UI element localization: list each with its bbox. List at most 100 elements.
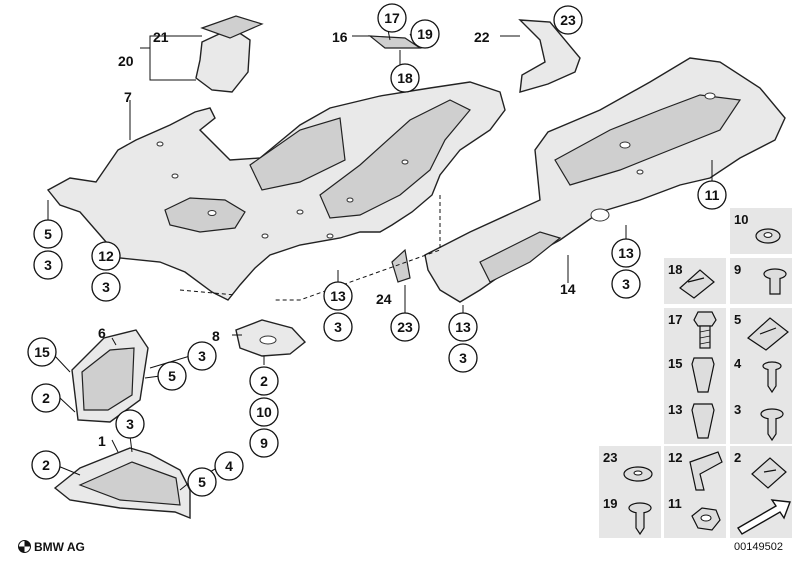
label-24: 24: [376, 291, 392, 307]
callout-3[interactable]: 3: [611, 269, 641, 299]
callout-3[interactable]: 3: [115, 409, 145, 439]
legend-cell-11[interactable]: 11: [664, 492, 726, 538]
callout-5[interactable]: 5: [33, 219, 63, 249]
label-14: 14: [560, 281, 576, 297]
washer-screw-icon: [628, 502, 652, 536]
svg-text:13: 13: [618, 245, 634, 261]
callout-23[interactable]: 23: [390, 312, 420, 342]
legend-cell-10[interactable]: 10: [730, 208, 792, 254]
callout-9[interactable]: 9: [249, 428, 279, 458]
callout-5[interactable]: 5: [187, 467, 217, 497]
bracket-16[interactable]: [368, 35, 422, 49]
bmw-logo-icon: [18, 540, 31, 553]
arrow-icon: [737, 499, 791, 535]
callout-17[interactable]: 17: [377, 3, 407, 33]
legend-cell-3[interactable]: 3: [730, 398, 792, 444]
callout-3[interactable]: 3: [448, 343, 478, 373]
clip-nut-icon: [751, 457, 787, 489]
spring-clip-icon: [679, 269, 715, 299]
callout-18[interactable]: 18: [390, 63, 420, 93]
svg-text:9: 9: [260, 435, 268, 451]
callout-3[interactable]: 3: [91, 272, 121, 302]
svg-text:17: 17: [668, 312, 682, 327]
callout-2[interactable]: 2: [31, 383, 61, 413]
flat-washer-icon: [623, 466, 653, 482]
legend-cell-5[interactable]: 5: [730, 308, 792, 354]
callout-19[interactable]: 19: [410, 19, 440, 49]
sheet-screw-icon: [762, 361, 782, 394]
svg-text:3: 3: [459, 350, 467, 366]
diagram-code: 00149502: [734, 541, 783, 553]
label-8: 8: [212, 328, 220, 344]
callout-11[interactable]: 11: [697, 180, 727, 210]
legend-cell-19[interactable]: 19: [599, 492, 661, 538]
svg-text:15: 15: [668, 356, 682, 371]
svg-text:23: 23: [397, 319, 413, 335]
svg-text:2: 2: [42, 457, 50, 473]
hex-bolt-icon: [693, 311, 717, 349]
callout-15[interactable]: 15: [27, 337, 57, 367]
svg-text:5: 5: [44, 226, 52, 242]
svg-text:11: 11: [705, 187, 720, 203]
svg-text:2: 2: [260, 373, 268, 389]
label-6: 6: [98, 325, 106, 341]
svg-text:4: 4: [225, 458, 233, 474]
legend-cell-23[interactable]: 23: [599, 446, 661, 492]
callout-5[interactable]: 5: [157, 361, 187, 391]
svg-text:13: 13: [330, 288, 346, 304]
svg-text:3: 3: [44, 257, 52, 273]
svg-text:3: 3: [334, 319, 342, 335]
legend-cell-2[interactable]: 2: [730, 446, 792, 492]
spring-nut-icon: [747, 317, 789, 351]
grommet-21[interactable]: [200, 15, 264, 39]
legend-cell-12[interactable]: 12: [664, 446, 726, 492]
expanding-nut-icon: [691, 357, 715, 393]
legend-cell-18[interactable]: 18: [664, 258, 726, 304]
svg-text:3: 3: [126, 416, 134, 432]
underbody-panel-7[interactable]: [46, 81, 506, 301]
svg-text:15: 15: [34, 344, 50, 360]
callout-12[interactable]: 12: [91, 241, 121, 271]
callout-13[interactable]: 13: [448, 312, 478, 342]
callout-13[interactable]: 13: [611, 238, 641, 268]
callout-3[interactable]: 3: [33, 250, 63, 280]
legend-cell-13[interactable]: 13: [664, 398, 726, 444]
callout-13[interactable]: 13: [323, 281, 353, 311]
svg-text:11: 11: [668, 496, 682, 511]
svg-text:12: 12: [98, 248, 114, 264]
svg-text:23: 23: [603, 450, 617, 465]
washer-icon: [755, 228, 781, 244]
svg-text:10: 10: [256, 404, 272, 420]
expansion-rivet-icon: [763, 268, 787, 295]
callout-23[interactable]: 23: [553, 5, 583, 35]
svg-text:5: 5: [168, 368, 176, 384]
label-22: 22: [474, 29, 490, 45]
legend-cell-17[interactable]: 17: [664, 308, 726, 354]
callout-4[interactable]: 4: [214, 451, 244, 481]
callout-3[interactable]: 3: [323, 312, 353, 342]
hex-nut-icon: [691, 507, 721, 531]
svg-text:5: 5: [734, 312, 741, 327]
svg-text:3: 3: [622, 276, 630, 292]
air-duct-20[interactable]: [195, 27, 251, 93]
svg-text:5: 5: [198, 474, 206, 490]
bracket-22[interactable]: [518, 19, 581, 93]
svg-text:17: 17: [384, 10, 400, 26]
bracket-24[interactable]: [391, 248, 411, 283]
svg-text:2: 2: [42, 390, 50, 406]
legend-cell-15[interactable]: 15: [664, 352, 726, 398]
callout-2[interactable]: 2: [31, 450, 61, 480]
callout-3[interactable]: 3: [187, 341, 217, 371]
brand-footer: BMW AG: [18, 540, 85, 554]
svg-text:4: 4: [734, 356, 742, 371]
svg-text:13: 13: [668, 402, 682, 417]
brand-label: BMW AG: [34, 540, 85, 554]
legend-cell-9[interactable]: 9: [730, 258, 792, 304]
svg-text:3: 3: [734, 402, 741, 417]
callout-10[interactable]: 10: [249, 397, 279, 427]
svg-text:23: 23: [560, 12, 576, 28]
legend-cell-4[interactable]: 4: [730, 352, 792, 398]
callout-2[interactable]: 2: [249, 366, 279, 396]
svg-text:19: 19: [417, 26, 433, 42]
